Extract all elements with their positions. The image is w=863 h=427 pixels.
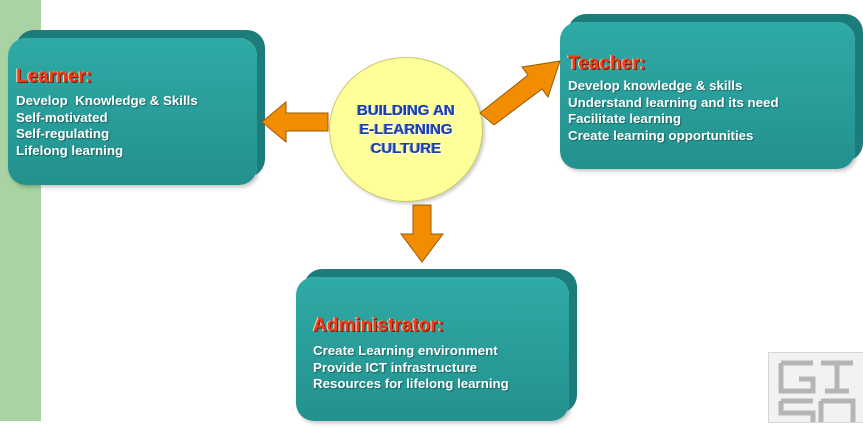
teacher-item: Understand learning and its need bbox=[568, 94, 779, 110]
learner-box: Learner: Develop Knowledge & Skills Self… bbox=[8, 38, 257, 185]
learner-item: Self-motivated bbox=[16, 109, 108, 125]
arrow-up-to-teacher bbox=[479, 60, 561, 125]
center-title-line: E-LEARNING bbox=[359, 121, 453, 138]
arrow-left-to-learner bbox=[262, 100, 329, 144]
arrow-down-to-administrator bbox=[400, 204, 444, 263]
center-title-line: BUILDING AN bbox=[357, 102, 455, 119]
administrator-item: Create Learning environment bbox=[313, 343, 498, 358]
learner-title: Learner: bbox=[16, 66, 93, 87]
center-title: BUILDING AN E-LEARNING CULTURE bbox=[357, 101, 455, 158]
teacher-box: Teacher: Develop knowledge & skills Unde… bbox=[560, 22, 855, 169]
learner-items: Develop Knowledge & Skills Self-motivate… bbox=[16, 93, 198, 159]
learner-item: Lifelong learning bbox=[16, 142, 124, 158]
administrator-items: Create Learning environment Provide ICT … bbox=[313, 343, 509, 393]
administrator-box: Administrator: Create Learning environme… bbox=[296, 277, 569, 421]
teacher-item: Develop knowledge & skills bbox=[568, 78, 743, 93]
logo-mark-icon bbox=[778, 360, 856, 422]
teacher-item: Create learning opportunities bbox=[568, 127, 754, 143]
learner-item: Self-regulating bbox=[16, 126, 110, 141]
logo bbox=[768, 352, 863, 423]
administrator-item: Provide ICT infrastructure bbox=[313, 359, 478, 375]
learner-item: Develop Knowledge & Skills bbox=[16, 93, 198, 108]
administrator-title: Administrator: bbox=[313, 315, 444, 336]
administrator-item: Resources for lifelong learning bbox=[313, 376, 509, 391]
center-ellipse: BUILDING AN E-LEARNING CULTURE bbox=[329, 57, 483, 202]
teacher-title: Teacher: bbox=[568, 53, 646, 74]
center-title-line: CULTURE bbox=[370, 140, 442, 157]
teacher-items: Develop knowledge & skills Understand le… bbox=[568, 78, 779, 144]
teacher-item: Facilitate learning bbox=[568, 111, 682, 126]
